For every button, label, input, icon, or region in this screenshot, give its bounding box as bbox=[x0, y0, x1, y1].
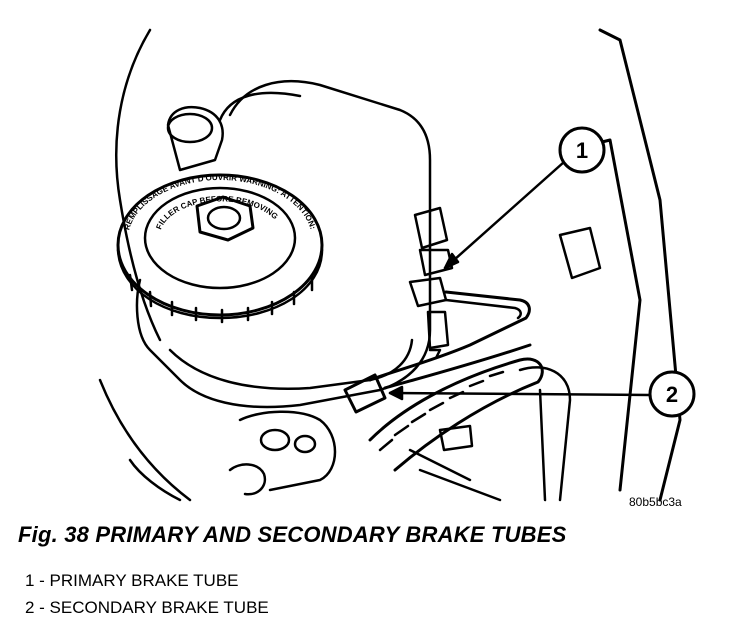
reservoir-cap: REMPLISSAGE AVANT D'OUVRIR WARNING: ATTE… bbox=[116, 173, 324, 324]
background-contour-left bbox=[115, 28, 162, 342]
filler-neck bbox=[166, 106, 224, 172]
legend-item: 1 - PRIMARY BRAKE TUBE bbox=[25, 571, 239, 590]
legend-item: 2 - SECONDARY BRAKE TUBE bbox=[25, 598, 269, 617]
fluid-reservoir bbox=[135, 80, 432, 409]
callout-1-circle bbox=[558, 126, 606, 174]
figure-caption: Fig. 38 PRIMARY AND SECONDARY BRAKE TUBE… bbox=[18, 522, 567, 547]
lower-components bbox=[238, 410, 337, 492]
primary-fitting bbox=[413, 206, 454, 277]
strut-tower bbox=[568, 28, 682, 502]
callout-2-label: 2 bbox=[666, 382, 678, 407]
callout-2-circle bbox=[648, 370, 696, 418]
legend: 1 - PRIMARY BRAKE TUBE 2 - SECONDARY BRA… bbox=[25, 567, 269, 621]
callout-1-label: 1 bbox=[576, 138, 588, 163]
primary-brake-tube bbox=[368, 290, 531, 382]
brake-tubes-illustration: REMPLISSAGE AVANT D'OUVRIR WARNING: ATTE… bbox=[98, 28, 696, 502]
background-contour-lower-left bbox=[98, 378, 192, 502]
secondary-brake-tube bbox=[343, 373, 387, 414]
wiring-harness bbox=[368, 357, 544, 472]
figure-code: 80b5bc3a bbox=[629, 495, 682, 509]
